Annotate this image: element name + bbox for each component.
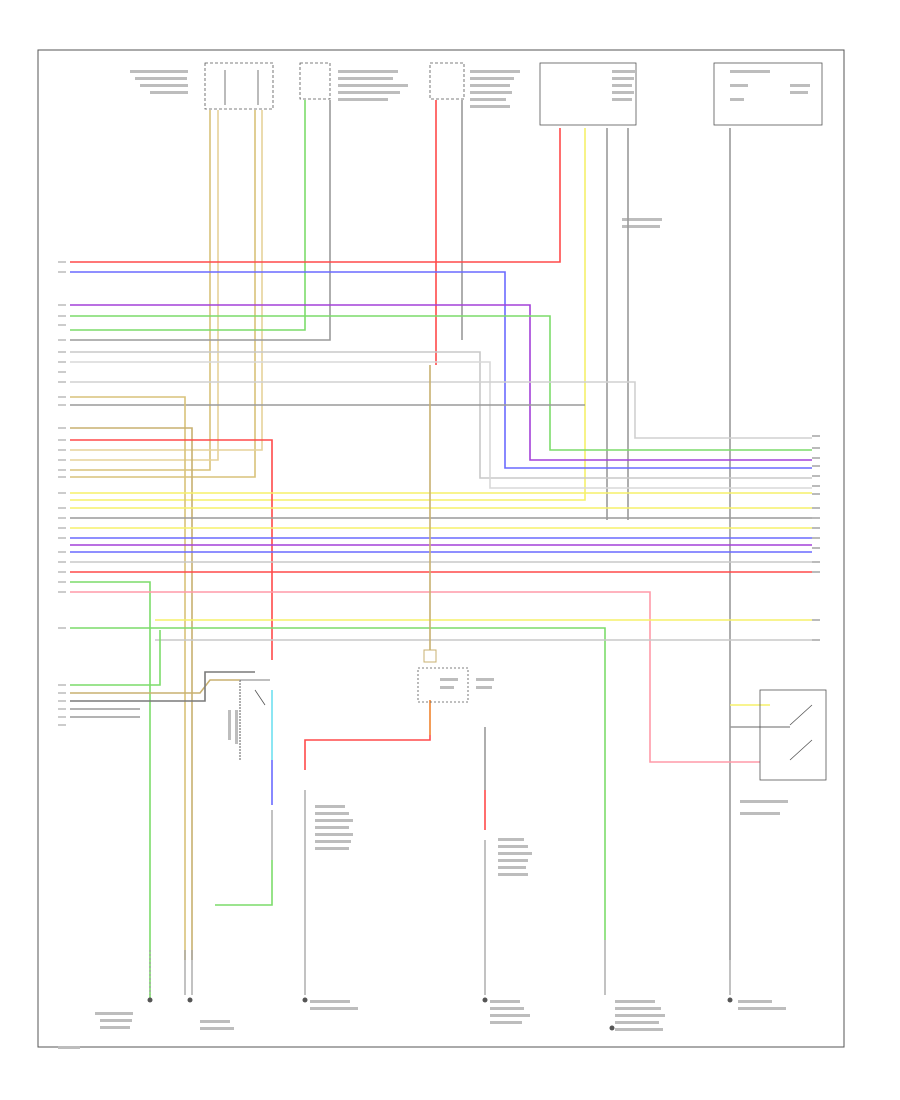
left-relay [228,679,270,744]
wire-red-2 [70,439,273,660]
center-relay-box [417,667,469,703]
top-components [204,62,823,126]
ground-icon [147,997,153,1003]
wire-tan-7 [70,679,240,694]
wire-green-3 [70,627,606,940]
wire-tan-6 [70,427,193,960]
component-box-sensor-1 [204,62,274,110]
component-box-switch [713,62,823,126]
wire-green-5 [215,860,273,906]
vertical-wires-top [70,100,731,960]
ground-symbols [147,997,733,1031]
wire-green-4 [70,630,161,686]
horizontal-harness [70,271,812,1000]
component-box-sensor-3 [429,62,465,100]
right-switch [740,689,827,815]
wire-lightgray-2 [70,361,812,489]
label-marks [58,70,810,1049]
ground-wires [149,790,731,995]
wire-gray-4 [70,671,255,702]
wire-yellow-trans [70,128,586,501]
wire-gray-top [70,100,331,341]
wire-tan-3 [70,110,256,478]
wire-pink-2 [70,591,760,763]
wire-green-1 [70,315,812,451]
left-connector-ticks [58,261,66,726]
ground-icon [609,1025,615,1031]
lower-wiring [70,365,790,906]
wire-lightgray-3 [70,381,812,439]
component-box-transmission [539,62,637,126]
component-box-sensor-2 [299,62,331,100]
wire-red-trans [70,128,561,263]
ground-icon [187,997,193,1003]
center-relay [417,649,494,703]
wire-green-top [70,100,306,331]
wire-blue-1 [70,271,812,469]
wire-tan-5 [70,396,186,960]
diagram-frame [37,49,845,1048]
ground-icon [482,997,488,1003]
right-switch-box [759,689,827,781]
wire-green-2 [70,581,151,1000]
ground-icon [727,997,733,1003]
ground-icon [302,997,308,1003]
middle-label-marks [95,805,786,1031]
wire-tan-1 [70,110,211,471]
right-connector-ticks [812,435,820,641]
wire-lightgray-1 [70,351,812,479]
wire-red-sensor [304,700,431,770]
wire-tan-4 [70,110,263,451]
wire-tan-2 [70,110,219,461]
